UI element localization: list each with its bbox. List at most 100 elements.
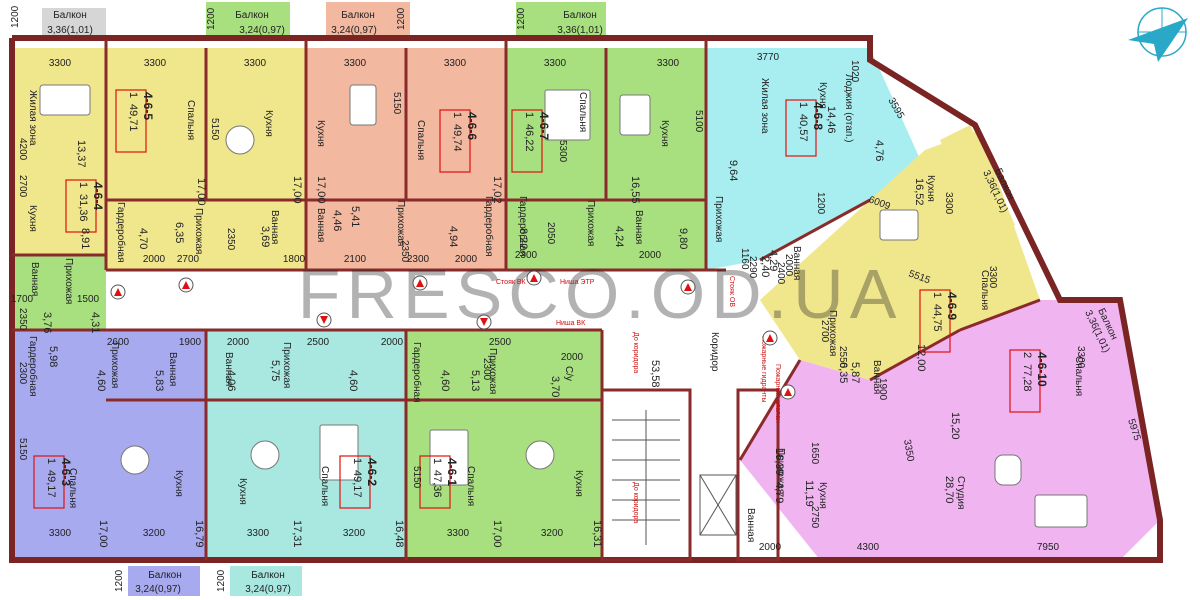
dim-5150-a: 5150 <box>209 118 220 141</box>
dim-3300-f: 3300 <box>544 58 567 69</box>
room-kitchen-4-6-7: Кухня <box>659 120 670 147</box>
room-bath2-4-6-9: Ванная <box>871 360 882 394</box>
tech-labels: Стояк ВК Ниша ЭТР Ниша ВК До коридора Ст… <box>496 276 782 523</box>
balcony-label-7: Балкон <box>148 570 182 581</box>
dim-2500-b: 2500 <box>489 337 512 348</box>
apt-area-4-6-5: 49,71 <box>127 104 139 132</box>
dim-5300: 5300 <box>557 140 568 163</box>
room-hall-4-6-9: Прихожая <box>827 310 838 356</box>
right-balcony-1 <box>940 125 1015 240</box>
area-4-06: 4,06 <box>225 370 237 391</box>
dim-2700-c: 2700 <box>819 320 830 343</box>
dim-3300-l: 3300 <box>987 266 998 289</box>
room-kitchen-4-6-2: Кухня <box>237 478 248 505</box>
room-kitchen-4-6-9: Кухня <box>925 175 936 202</box>
area-3-76: 3,76 <box>41 312 53 333</box>
balcony-area-1: 3,36(1,01) <box>47 25 93 36</box>
area-11-19: 11,19 <box>803 480 815 507</box>
entrance-marker-7 <box>476 314 492 330</box>
dim-2000-f: 2000 <box>561 352 584 363</box>
apt-area-4-6-1: 47,36 <box>431 470 443 498</box>
fire-valve-label: Пожарный клапан <box>774 364 782 423</box>
dim-3300-j: 3300 <box>447 528 470 539</box>
apt-area-4-6-6: 49,74 <box>451 124 463 152</box>
balcony-dim-8: 1200 <box>216 569 227 592</box>
area-53-58: 53,58 <box>649 360 661 388</box>
dim-2600: 2600 <box>107 337 130 348</box>
dim-3200-b: 3200 <box>343 528 366 539</box>
dim-2000-d: 2000 <box>227 337 250 348</box>
apt-code-4-6-2: 4-6-2 <box>365 458 379 486</box>
room-labels: Жилая зона Кухня Прихожая Ванная Спальня… <box>27 74 1084 542</box>
apt-rooms-4-6-9: 1 <box>931 292 943 298</box>
area-4-60-c: 4,60 <box>439 370 451 391</box>
balcony-area-4: 3,36(1,01) <box>557 25 603 36</box>
area-16-31: 16,31 <box>591 520 603 548</box>
area-8-91: 8,91 <box>79 228 91 249</box>
apt-rooms-4-6-5: 1 <box>127 92 139 98</box>
dim-2300-a: 2300 <box>407 254 430 265</box>
entrance-marker-2 <box>178 277 194 293</box>
dim-2000-b: 2000 <box>455 254 478 265</box>
area-2-40: 2,40 <box>759 256 771 277</box>
area-17-00-e: 17,00 <box>491 520 503 548</box>
area-16-52: 16,52 <box>913 178 925 206</box>
apt-area-4-6-10: 77,28 <box>1021 364 1033 392</box>
apt-rooms-4-6-8: 1 <box>797 102 809 108</box>
room-loggia-4-6-8: Лоджия (отап.) <box>843 74 854 142</box>
dim-2350: 2350 <box>225 228 236 251</box>
area-28-70: 28,70 <box>943 476 955 504</box>
area-5-75: 5,75 <box>269 360 281 381</box>
apt-code-4-6-3: 4-6-3 <box>59 458 73 486</box>
dim-2000-c: 2000 <box>639 250 662 261</box>
area-4-24: 4,24 <box>613 226 625 247</box>
dim-3300-i: 3300 <box>247 528 270 539</box>
dim-2400: 2400 <box>775 262 786 285</box>
bottom-balcony-1 <box>128 566 200 596</box>
balcony-label-1: Балкон <box>53 10 87 21</box>
area-labels: 13,37 8,91 3,76 4,31 17,00 6,35 4,70 3,6… <box>41 106 961 548</box>
area-6-35-a: 6,35 <box>173 222 185 243</box>
room-kitchen-4-6-6: Кухня <box>315 120 326 147</box>
dim-1200-k: 1200 <box>815 192 826 215</box>
room-wardrobe-4-6-6: Гардеробная <box>483 196 495 257</box>
room-kitchen-4-6-1: Кухня <box>573 470 584 497</box>
room-hall-4-6-6: Прихожая <box>395 200 406 246</box>
room-bedroom-4-6-9: Спальня <box>979 270 990 310</box>
balcony-labels: Балкон 3,36(1,01) 1200 Балкон 3,24(0,97)… <box>10 5 1119 595</box>
apt-code-4-6-10: 4-6-10 <box>1035 352 1049 387</box>
room-bath-4-6-5: Ванная <box>269 210 280 244</box>
top-balcony-2 <box>206 2 290 38</box>
apt-code-4-6-5: 4-6-5 <box>141 92 155 120</box>
room-hall-4-6-2: Прихожая <box>281 342 292 388</box>
dim-3300-h: 3300 <box>49 528 72 539</box>
apt-rooms-4-6-7: 1 <box>523 112 535 118</box>
apt-area-4-6-8: 40,57 <box>797 114 809 142</box>
dim-3770: 3770 <box>757 52 780 63</box>
niche-vk-label: Ниша ВК <box>556 320 586 327</box>
area-16-48: 16,48 <box>393 520 405 548</box>
area-17-31: 17,31 <box>291 520 303 548</box>
room-hall-4-6-4: Прихожая <box>63 258 74 304</box>
entrance-marker-4 <box>526 270 542 286</box>
room-bath-4-6-9: Ванная <box>791 246 802 280</box>
apt-code-4-6-1: 4-6-1 <box>445 458 459 486</box>
balcony-area-3: 3,24(0,97) <box>331 25 377 36</box>
room-corridor: Коридор <box>709 332 720 372</box>
apt-area-4-6-3: 49,17 <box>45 470 57 498</box>
room-bedroom-4-6-2: Спальня <box>319 466 330 506</box>
bottom-balcony-2 <box>230 566 302 596</box>
apt-rooms-4-6-6: 1 <box>451 112 463 118</box>
dim-1020: 1020 <box>849 60 860 83</box>
area-8-22: 8,22 <box>517 228 529 249</box>
apt-4-6-3-fill <box>12 330 206 560</box>
balcony-dim-2: 1200 <box>206 7 217 30</box>
balcony-dim-1: 1200 <box>10 5 21 28</box>
area-5-41: 5,41 <box>349 206 361 227</box>
area-17-00-c: 17,00 <box>315 176 327 204</box>
dim-2500-a: 2500 <box>307 337 330 348</box>
apt-area-4-6-9: 44,75 <box>931 304 943 332</box>
room-bedroom-4-6-1: Спальня <box>465 466 476 506</box>
room-bath-4-6-3: Ванная <box>167 352 178 386</box>
